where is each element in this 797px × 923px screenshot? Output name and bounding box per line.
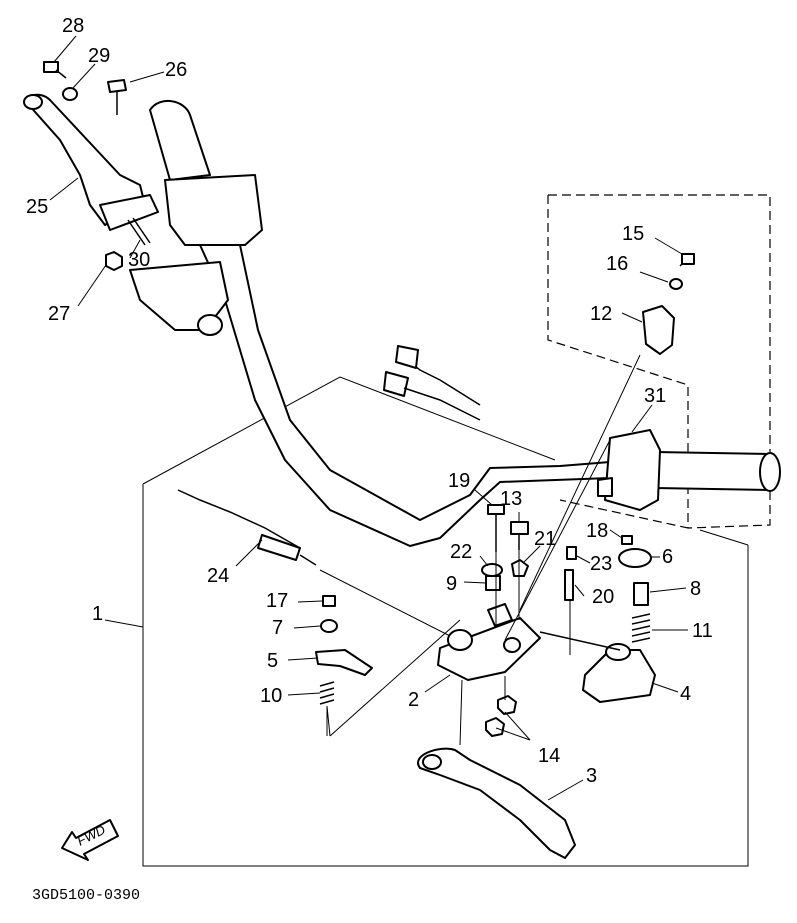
callout-26: 26 (165, 59, 187, 81)
small-parts (315, 504, 652, 737)
callout-11: 11 (692, 620, 713, 642)
leader-lines (49, 35, 688, 801)
handlebar-part (129, 100, 611, 547)
callout-16: 16 (606, 253, 628, 275)
fwd-arrow-icon: FWD (61, 819, 119, 861)
callout-21: 21 (534, 528, 556, 550)
callout-3: 3 (586, 765, 597, 787)
right-switch-housing-31 (597, 429, 661, 511)
left-washer-29 (62, 87, 78, 101)
left-nut-27 (105, 251, 123, 271)
callout-22: 22 (450, 541, 472, 563)
switch-assembly-group-box (547, 194, 771, 529)
callout-29: 29 (88, 45, 110, 67)
callout-20: 20 (592, 586, 614, 608)
callout-18: 18 (586, 520, 608, 542)
callout-25: 25 (26, 196, 48, 218)
callout-17: 17 (266, 590, 288, 612)
callout-24: 24 (207, 565, 229, 587)
wire-harness (383, 345, 481, 421)
left-bolt-26 (107, 79, 127, 115)
switch-body-4 (582, 643, 656, 703)
left-screw-30 (127, 217, 151, 246)
callout-12: 12 (590, 303, 612, 325)
callout-10: 10 (260, 685, 282, 707)
callout-31: 31 (644, 385, 666, 407)
callout-1: 1 (92, 603, 103, 625)
left-bolt-28 (43, 61, 67, 79)
callout-8: 8 (690, 578, 701, 600)
callout-5: 5 (267, 650, 278, 672)
assembly-lines (326, 354, 641, 746)
switch-cable-24 (177, 489, 451, 637)
washer-16 (669, 278, 683, 290)
callout-27: 27 (48, 303, 70, 325)
callout-9: 9 (446, 573, 457, 595)
callout-4: 4 (680, 683, 691, 705)
callout-2: 2 (408, 689, 419, 711)
lever-assembly-group-box (142, 376, 749, 867)
callout-23: 23 (590, 553, 612, 575)
callout-6: 6 (662, 546, 673, 568)
callout-30: 30 (128, 249, 150, 271)
screw-15 (679, 253, 695, 267)
lever-bracket-2 (437, 603, 541, 681)
figure-code: 3GD5100-0390 (32, 887, 140, 904)
right-grip-part (654, 451, 781, 492)
switch-clamp-12 (642, 305, 675, 355)
callout-15: 15 (622, 223, 644, 245)
brake-lever-3 (417, 747, 576, 859)
callout-7: 7 (272, 617, 283, 639)
callout-19: 19 (448, 470, 470, 492)
callout-13: 13 (500, 488, 522, 510)
callout-labels: 1 2 3 4 5 6 7 8 9 10 11 12 13 14 15 16 1… (26, 15, 713, 787)
left-lever-part (23, 93, 159, 231)
callout-28: 28 (62, 15, 84, 37)
callout-14: 14 (538, 745, 560, 767)
